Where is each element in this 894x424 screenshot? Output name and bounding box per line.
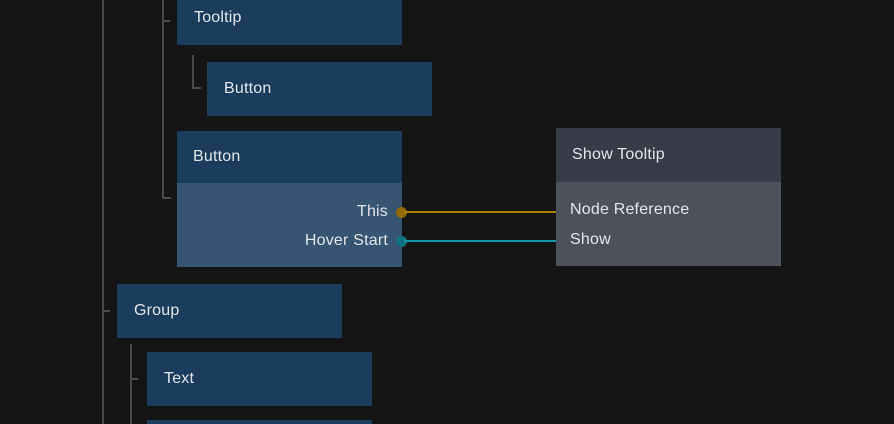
tree-node-text-label: Text [164, 370, 195, 387]
tree-node-group[interactable]: Group [117, 284, 342, 338]
tree-tick-tooltip [162, 20, 170, 22]
button-node-body: This Hover Start [177, 183, 402, 267]
tree-guide-line-group-children [130, 344, 132, 424]
port-this-label: This [356, 203, 388, 220]
tree-node-button-selected[interactable]: Button This Hover Start [177, 131, 402, 267]
action-node-body: Node Reference Show [556, 182, 781, 266]
port-hover-start-label: Hover Start [304, 232, 388, 249]
tree-node-clipped-bottom[interactable] [147, 420, 372, 424]
tree-tick-button-child [192, 87, 201, 89]
tree-node-tooltip[interactable]: Tooltip [177, 0, 402, 45]
input-show-label: Show [570, 231, 611, 248]
action-node-title: Show Tooltip [572, 146, 665, 163]
output-port-this[interactable] [396, 207, 407, 218]
action-node-header[interactable]: Show Tooltip [556, 128, 781, 182]
input-row-show[interactable]: Show [556, 226, 781, 254]
tree-node-button-child[interactable]: Button [207, 62, 432, 116]
button-node-header[interactable]: Button [177, 131, 402, 183]
wire-this-to-node-reference[interactable] [404, 211, 558, 213]
tree-tick-group [102, 310, 110, 312]
tree-guide-line-root [102, 0, 104, 424]
tree-node-tooltip-label: Tooltip [194, 9, 242, 26]
tree-node-text[interactable]: Text [147, 352, 372, 406]
tree-node-button-child-label: Button [224, 80, 272, 97]
tree-tick-text [130, 378, 138, 380]
button-node-title: Button [193, 148, 241, 165]
port-row-this[interactable]: This [177, 198, 402, 226]
tree-guide-line-level2 [162, 0, 164, 199]
input-node-reference-label: Node Reference [570, 201, 690, 218]
action-node-show-tooltip[interactable]: Show Tooltip Node Reference Show [556, 128, 781, 266]
wire-hover-start-to-show[interactable] [404, 240, 558, 242]
tree-guide-line-tooltip-children [192, 55, 194, 89]
input-row-node-reference[interactable]: Node Reference [556, 196, 781, 224]
tree-node-group-label: Group [134, 302, 180, 319]
output-port-hover-start[interactable] [396, 236, 407, 247]
port-row-hover-start[interactable]: Hover Start [177, 227, 402, 255]
tree-tick-button-selected [162, 197, 171, 199]
